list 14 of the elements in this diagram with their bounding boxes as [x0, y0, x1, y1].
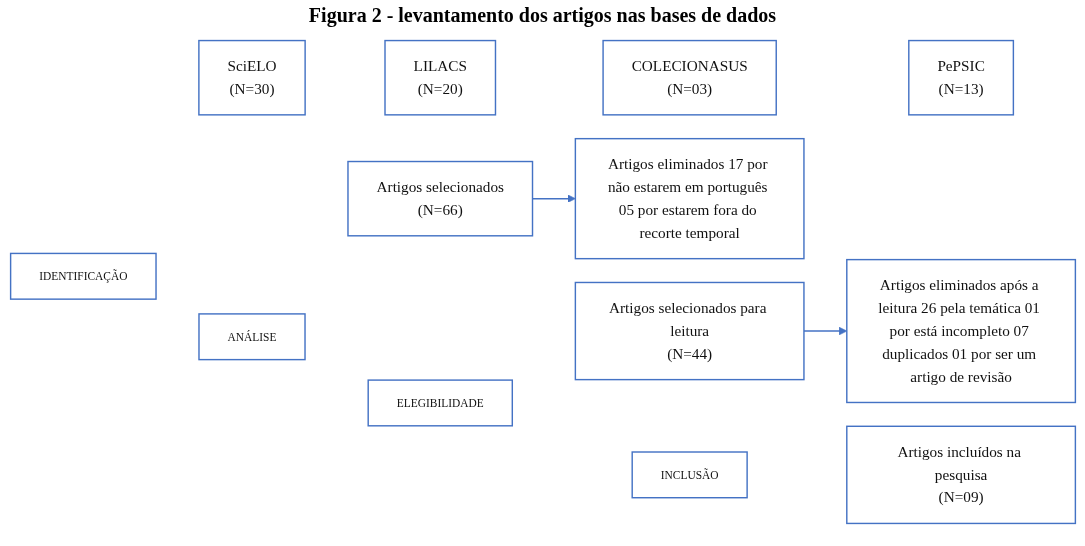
node-box: ELEGIBILIDADE — [366, 378, 513, 427]
node-box: INCLUSÃO — [630, 450, 748, 498]
node-box: Artigos incluídos na pesquisa (N=09) — [845, 425, 1076, 524]
node-box: Artigos selecionados para leitura (N=44) — [574, 281, 805, 380]
node-box: Artigos eliminados após a leitura 26 pela temática 01 por está incompleto 07 duplicados 01 por ser um artigo de revisão — [845, 258, 1076, 403]
node-box: ANÁLISE — [197, 312, 306, 360]
node-box: IDENTIFICAÇÃO — [9, 252, 157, 300]
node-box: LILACS (N=20) — [383, 39, 496, 116]
figure-title: Figura 2 - levantamento dos artigos nas bases de dados — [307, 4, 778, 27]
node-box: PePSIC (N=13) — [907, 39, 1014, 116]
node-box: Artigos eliminados 17 por não estarem em português 05 por estarem fora do recorte temporal — [574, 137, 805, 259]
node-box: COLECIONASUS (N=03) — [601, 39, 777, 116]
node-box: Artigos selecionados (N=66) — [346, 160, 533, 237]
node-box: SciELO (N=30) — [197, 39, 306, 116]
